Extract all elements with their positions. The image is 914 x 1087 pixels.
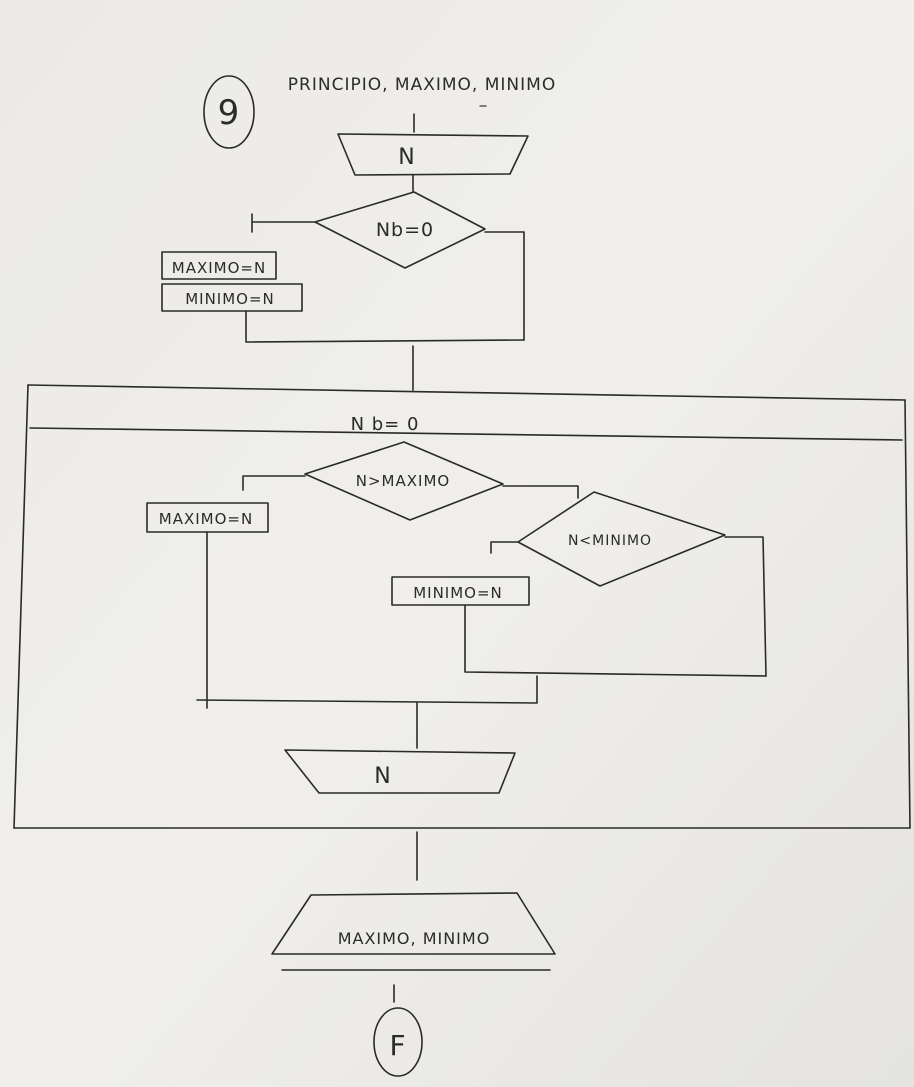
assign-max-2-label: MAXIMO=N	[159, 510, 253, 528]
decision-1-no-branch	[484, 231, 525, 341]
end-label: F	[389, 1029, 406, 1062]
decision-1-merge	[245, 310, 525, 343]
decision-1-yes-branch	[251, 213, 316, 233]
decision-min-yes-branch	[490, 541, 519, 554]
assign-max-1: MAXIMO=N	[161, 251, 277, 280]
decision-max-merge	[196, 531, 538, 709]
start-label: PRINCIPIO, MAXIMO, MINIMO	[288, 75, 556, 95]
output-label: MAXIMO, MINIMO	[338, 929, 491, 948]
output-node: MAXIMO, MINIMO	[271, 892, 556, 971]
assign-min-2: MINIMO=N	[391, 576, 530, 606]
decision-min: N<MINIMO	[517, 491, 726, 587]
assign-min-1: MINIMO=N	[161, 283, 303, 312]
read-n-bottom-label: N	[374, 764, 391, 789]
problem-number-text: 9	[218, 93, 241, 133]
assign-min-1-label: MINIMO=N	[185, 290, 275, 308]
assign-min-2-label: MINIMO=N	[413, 584, 503, 602]
decision-1: Nb=0	[314, 191, 486, 269]
loop-condition-label: N b= 0	[351, 414, 420, 435]
read-n-top: N	[337, 133, 529, 176]
decision-max-yes-branch	[242, 475, 306, 491]
decision-max-no-branch	[502, 485, 579, 499]
read-n-bottom: N	[284, 749, 516, 794]
problem-number: 9	[203, 75, 255, 149]
assign-max-1-label: MAXIMO=N	[172, 259, 266, 277]
decision-max-label: N>MAXIMO	[356, 472, 450, 490]
decision-min-label: N<MINIMO	[568, 533, 652, 549]
decision-1-label: Nb=0	[376, 219, 434, 241]
end-node: F	[373, 1007, 423, 1077]
decision-max: N>MAXIMO	[304, 441, 504, 521]
read-n-top-label: N	[398, 145, 415, 170]
decision-min-merge	[464, 604, 767, 677]
while-loop-frame: N b= 0	[13, 384, 911, 829]
decision-min-no-branch	[724, 536, 767, 677]
